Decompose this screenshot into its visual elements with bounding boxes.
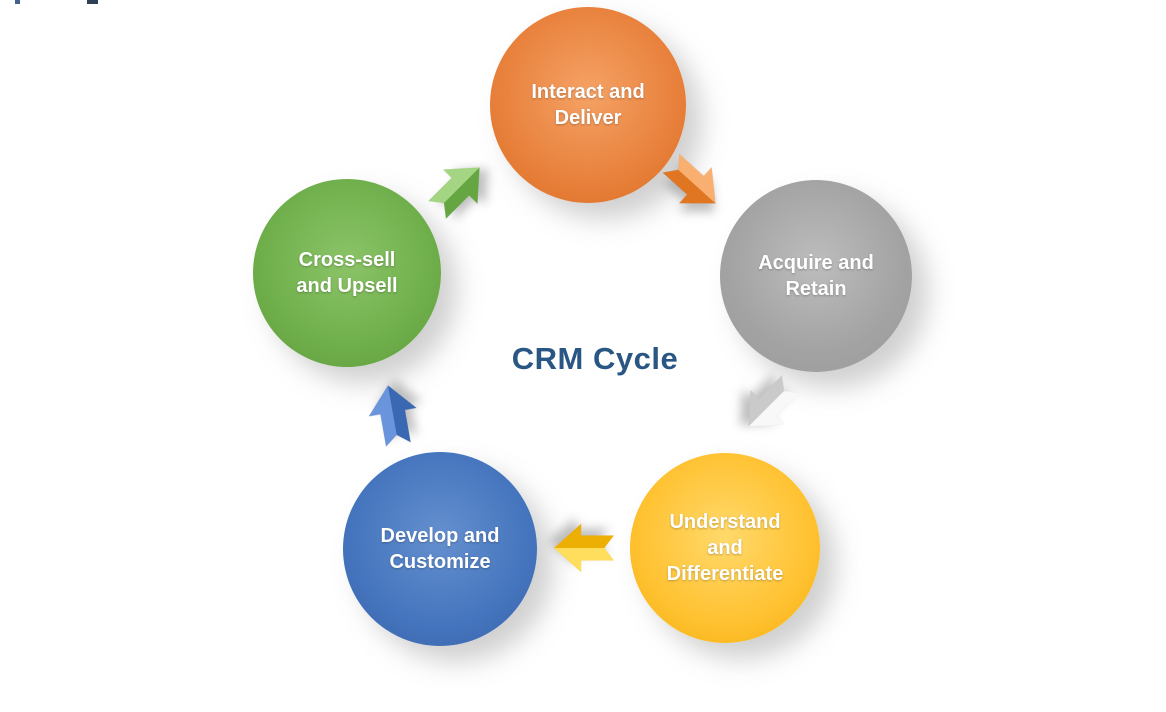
node-understand-and-differentiate: Understand and Differentiate xyxy=(630,453,820,643)
node-label-line: and Upsell xyxy=(296,275,398,297)
node-label-line: Develop and xyxy=(380,525,500,547)
cycle-arrow-icon-gray xyxy=(748,374,801,427)
diagram-title: CRM Cycle xyxy=(511,341,679,376)
cycle-arrow-icon-blue xyxy=(368,385,417,448)
node-interact-and-deliver: Interact and Deliver xyxy=(490,7,686,203)
node-label-line: Interact and xyxy=(531,81,645,103)
node-label-line: Customize xyxy=(389,551,491,573)
node-label-line: Differentiate xyxy=(666,563,784,585)
node-cross-sell-and-upsell: Cross-sell and Upsell xyxy=(253,179,441,367)
node-acquire-and-retain: Acquire and Retain xyxy=(720,180,912,372)
node-label-line: Acquire and xyxy=(758,252,874,274)
node-label-line: Retain xyxy=(785,278,847,300)
node-label-line: Deliver xyxy=(554,107,622,129)
cropped-text-fragment-1 xyxy=(15,0,20,4)
node-label-line: Cross-sell xyxy=(298,249,396,271)
node-label-line: and xyxy=(707,537,743,559)
cropped-text-fragment-2 xyxy=(87,0,98,4)
node-develop-and-customize: Develop and Customize xyxy=(343,452,537,646)
cycle-arrow-icon-yellow xyxy=(553,523,615,573)
cycle-arrow-icon-green xyxy=(427,167,480,220)
cycle-arrow-icon-orange xyxy=(662,153,716,204)
node-label-line: Understand xyxy=(669,511,781,533)
